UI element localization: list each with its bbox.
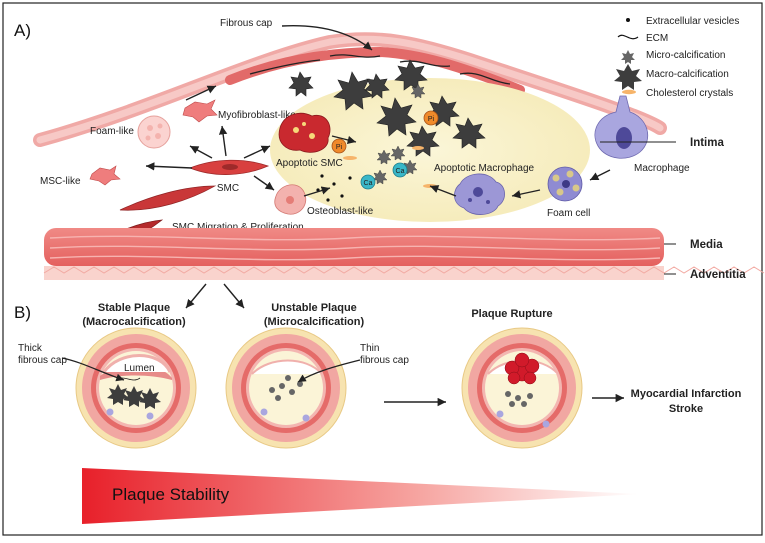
panel-b-letter: B) xyxy=(14,303,31,322)
osteoblast-cell xyxy=(274,184,307,215)
ca-ion-2: Ca xyxy=(392,162,408,178)
legend-item-vesicles: Extracellular vesicles xyxy=(646,16,739,27)
media-label: Media xyxy=(690,239,723,251)
apoptotic-macrophage-cell xyxy=(454,173,505,215)
panel-a-letter: A) xyxy=(14,21,31,40)
macro-calcifications xyxy=(288,59,486,157)
intima-label: Intima xyxy=(690,137,724,149)
stability-label: Plaque Stability xyxy=(112,485,230,504)
rupture-title: Plaque Rupture xyxy=(471,308,552,320)
unstable-title-2: (Microcalcification) xyxy=(264,316,365,328)
ca-ion-1: Ca xyxy=(360,174,376,190)
svg-text:Pi: Pi xyxy=(336,144,343,151)
thin-cap-label-1: Thin xyxy=(360,343,379,354)
apoptotic-smc-cell xyxy=(278,112,331,153)
macrophage-cell xyxy=(594,95,649,159)
thrombus xyxy=(504,352,540,385)
wave-icon xyxy=(617,34,639,40)
msc-like-cell xyxy=(89,165,121,186)
pi-ion-1: Pi xyxy=(331,138,347,154)
macrophage-label: Macrophage xyxy=(634,163,690,174)
foam-like-cell xyxy=(137,115,171,149)
apoptotic-smc-label: Apoptotic SMC xyxy=(276,158,343,169)
myofibroblast-cell xyxy=(182,99,218,123)
legend-item-macro: Macro-calcification xyxy=(646,69,729,80)
stability-gradient xyxy=(82,468,640,524)
dot-icon xyxy=(626,18,630,22)
panel-a-arrows xyxy=(145,25,611,199)
outcome-label-1: Myocardial Infarction xyxy=(631,388,742,400)
stable-title-1: Stable Plaque xyxy=(98,302,170,314)
crystal-icon xyxy=(622,89,636,95)
myofibroblast-label: Myofibroblast-like xyxy=(218,110,296,121)
foam-cell xyxy=(547,166,583,202)
foam-like-label: Foam-like xyxy=(90,126,134,137)
fibrous-cap-arc xyxy=(33,32,667,147)
msc-like-label: MSC-like xyxy=(40,176,81,187)
thick-cap-label-2: fibrous cap xyxy=(18,355,67,366)
smc-cell xyxy=(188,159,270,175)
small-star-icon xyxy=(621,50,635,64)
thin-cap-label-2: fibrous cap xyxy=(360,355,409,366)
unstable-vessel xyxy=(225,327,347,449)
media-layer xyxy=(44,228,664,266)
lumen-label: Lumen xyxy=(124,363,155,374)
legend-item-crystals: Cholesterol crystals xyxy=(646,88,733,99)
unstable-title-1: Unstable Plaque xyxy=(271,302,357,314)
smc-migration-label: SMC Migration & Proliferation xyxy=(172,222,304,233)
pi-ion-2: Pi xyxy=(423,110,439,126)
legend-item-ecm: ECM xyxy=(646,33,668,44)
micro-calcifications xyxy=(372,83,426,185)
thick-cap-arrow xyxy=(61,357,125,382)
adventitia-label: Adventitia xyxy=(690,269,746,281)
osteoblast-label: Osteoblast-like xyxy=(307,206,374,217)
svg-text:Pi: Pi xyxy=(428,116,435,123)
stable-vessel xyxy=(75,327,197,449)
apoptotic-macrophage-label: Apoptotic Macrophage xyxy=(434,163,535,174)
thick-cap-label-1: Thick xyxy=(18,343,43,354)
rupture-vessel xyxy=(461,327,583,449)
smc-label: SMC xyxy=(217,183,239,194)
svg-text:Ca: Ca xyxy=(396,168,405,175)
branch-arrows xyxy=(185,283,245,309)
legend-item-micro: Micro-calcification xyxy=(646,50,725,61)
stable-title-2: (Macrocalcification) xyxy=(82,316,186,328)
svg-text:Ca: Ca xyxy=(364,180,373,187)
adventitia-layer xyxy=(43,266,765,280)
thin-cap-arrow xyxy=(297,359,361,383)
foam-cell-label: Foam cell xyxy=(547,208,590,219)
extracellular-vesicles xyxy=(316,174,352,202)
outcome-label-2: Stroke xyxy=(669,403,703,415)
large-star-icon xyxy=(614,64,642,90)
legend: Extracellular vesicles ECM Micro-calcifi… xyxy=(614,16,739,99)
fibrous-cap-label: Fibrous cap xyxy=(220,18,273,29)
